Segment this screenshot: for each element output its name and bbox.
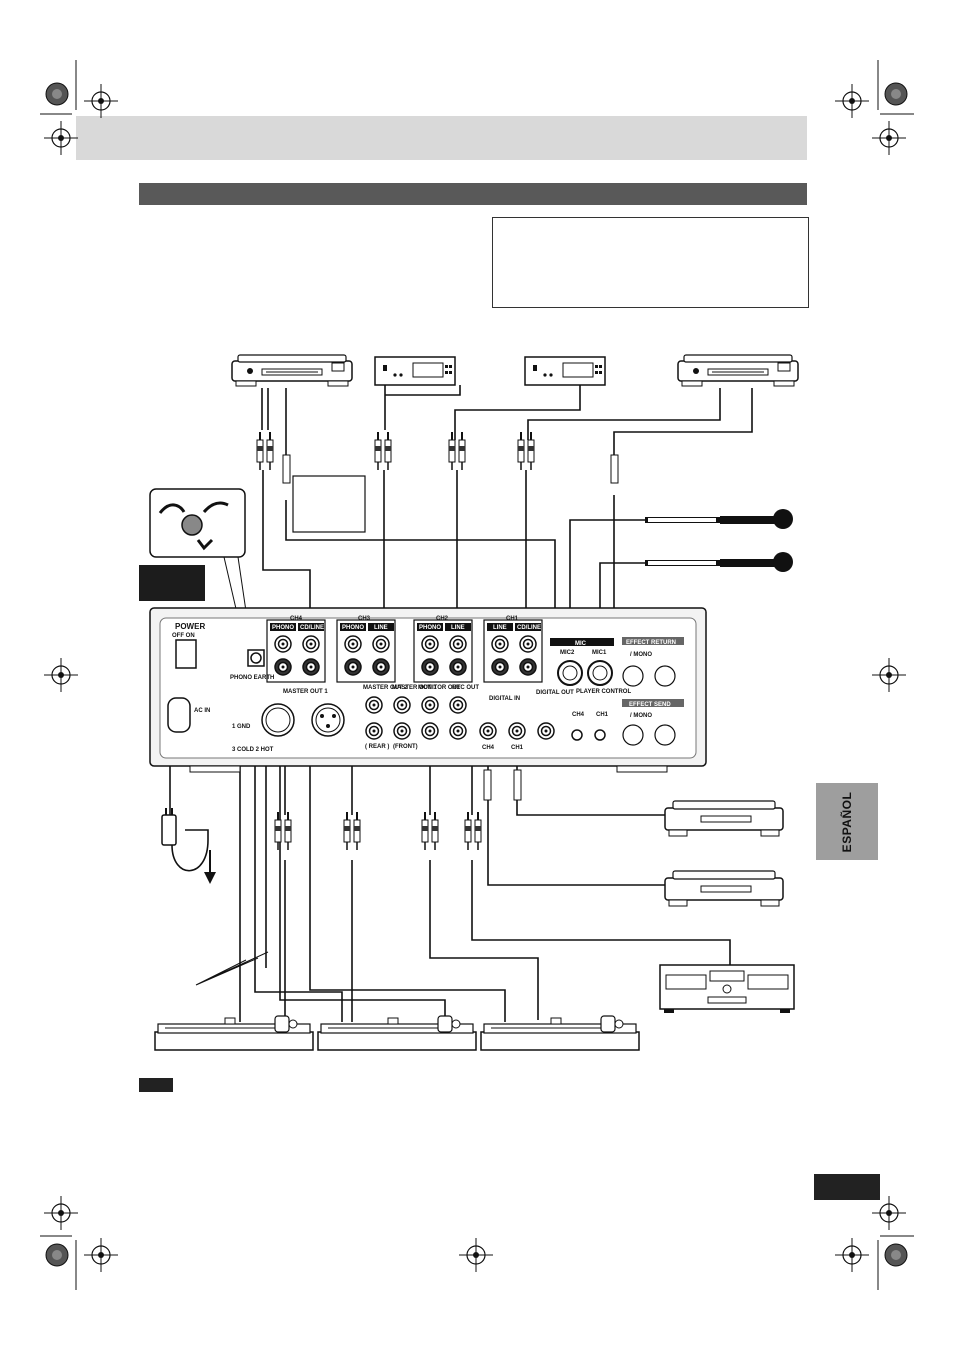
rear-label: ( REAR ) [365,744,389,750]
registration-marks [40,60,914,1290]
page-number-box [814,1174,880,1200]
model-tag [139,565,205,601]
ac-inlet[interactable] [167,697,191,733]
cd-player-icon [524,356,606,386]
ch2-left-label: PHONO [419,625,441,631]
effect-return-label: EFFECT RETURN [626,640,676,646]
section-header-bar [139,183,807,205]
digital-in-ch4-label: CH4 [482,745,495,751]
power-switch[interactable] [175,639,197,669]
digital-in-ch1-label: CH1 [511,745,524,751]
ch3-right-label: LINE [374,625,388,631]
microphone-icon [645,509,793,529]
ch3-left-label: PHONO [342,625,364,631]
ch1-left-label: LINE [493,625,507,631]
player-control-ch4-label: CH4 [572,712,585,718]
rca-plug-icon [256,431,274,471]
mic1-label: MIC1 [592,650,607,656]
ch4-right-label: CD/LINE [300,625,324,631]
power-states-label: OFF ON [172,633,195,639]
callout-box [292,475,366,533]
ch3-label: CH3 [358,616,371,622]
front-label: (FRONT) [393,744,418,750]
digital-out-label: DIGITAL OUT [536,690,574,696]
mic2-label: MIC2 [560,650,575,656]
player-control-ch1-label: CH1 [596,712,609,718]
phono-earth-label: PHONO EARTH [230,675,274,681]
title-banner [76,116,807,160]
rec-out-label: REC OUT [452,685,479,691]
ch2-right-label: LINE [451,625,465,631]
cd-deck-icon [664,800,784,837]
turntable-icon [677,354,799,387]
ch2-label: CH2 [436,616,449,622]
earth-terminal-icon [149,488,253,653]
microphone-icon [645,552,793,572]
power-plug-icon [161,808,177,846]
language-tab[interactable]: ESPAÑOL [816,783,878,860]
ch4-label: CH4 [290,616,303,622]
ch1-right-label: CD/LINE [517,625,541,631]
rca-plug-icon [374,431,392,471]
mixer-rear-panel: POWER OFF ON AC IN PHONO EARTH CH4 CH3 C… [149,607,707,773]
rca-plug-icon [448,431,466,471]
master-out-1-small-label: MASTER OUT 1 [392,685,437,691]
gnd-label: 1 GND [232,724,251,730]
hot-cold-label: 3 COLD 2 HOT [232,747,274,753]
digital-in-label: DIGITAL IN [489,696,520,702]
master-out-2-label: MASTER OUT 2 [363,685,408,691]
rca-plug-icon [421,811,439,851]
turntable-icon [231,354,353,387]
mic-label: MIC [575,641,587,647]
rca-plug-icon [274,811,292,851]
cd-deck-icon [664,870,784,907]
master-out-1-label: MASTER OUT 1 [283,689,328,695]
cassette-deck-icon [659,964,795,1013]
ch4-left-label: PHONO [272,625,294,631]
note-tag [139,1078,173,1092]
info-box [492,217,809,308]
ch1-label: CH1 [506,616,519,622]
rca-plug-icon [464,811,482,851]
rca-plug-icon [343,811,361,851]
effect-send-mono-label: / MONO [630,713,652,719]
power-label: POWER [175,622,205,631]
monitor-out-label: MONITOR OUT [418,685,461,691]
rca-plug-icon [517,431,535,471]
effect-send-label: EFFECT SEND [629,702,671,708]
ac-in-label: AC IN [194,708,210,714]
turntable-icon [154,1015,314,1051]
player-control-label: PLAYER CONTROL [576,689,631,695]
effect-return-mono-label: / MONO [630,652,652,658]
cd-player-icon [374,356,456,386]
cables [169,385,753,1022]
